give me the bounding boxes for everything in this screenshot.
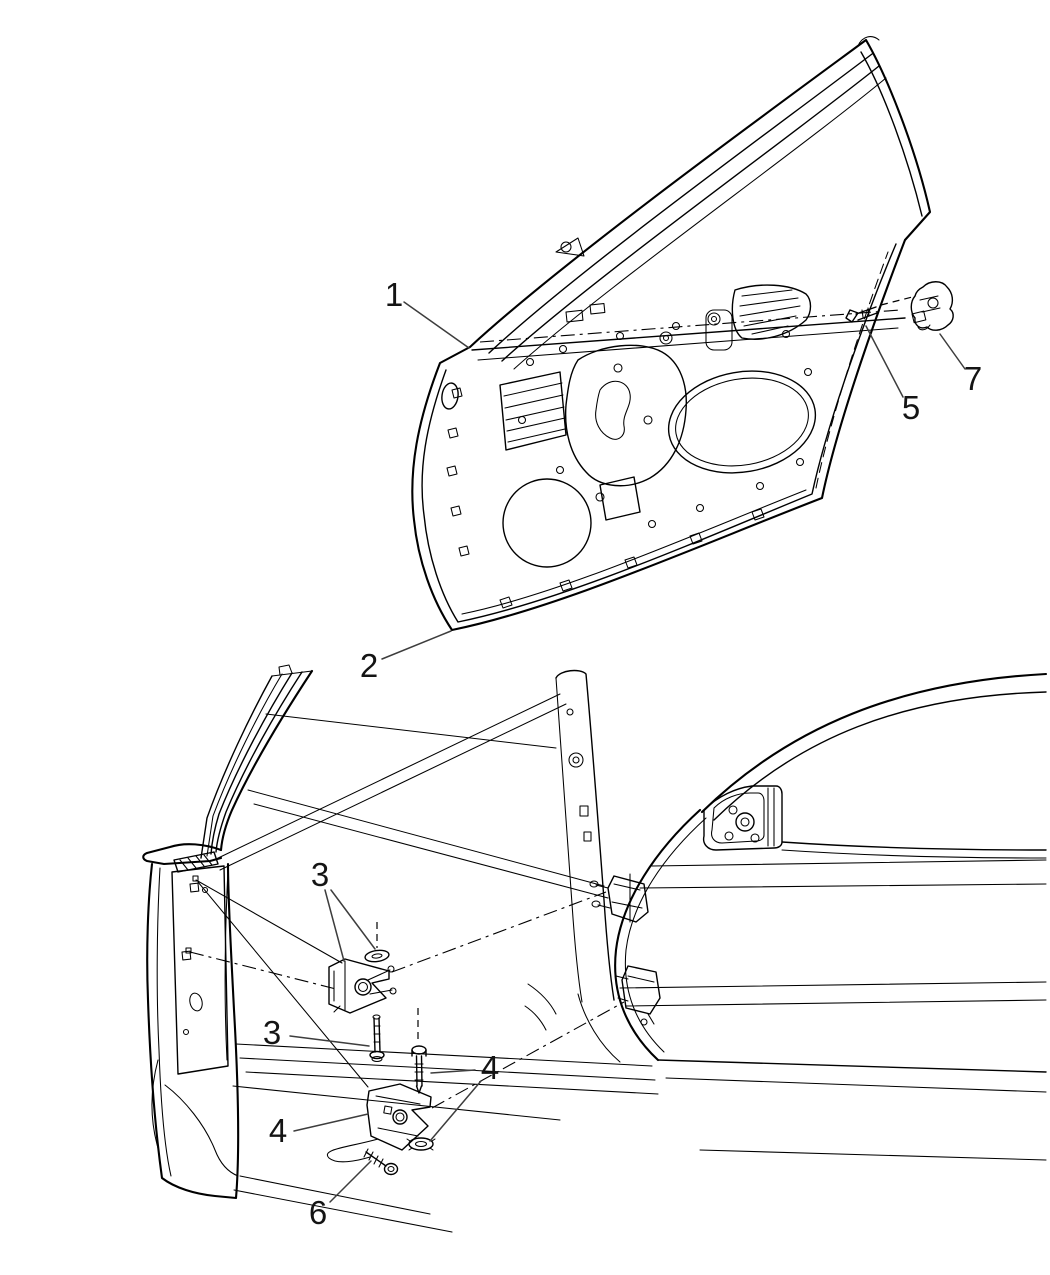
lower-hinge-assembly bbox=[326, 1008, 436, 1176]
handle-recess bbox=[705, 284, 812, 351]
leader-1 bbox=[403, 301, 470, 349]
upper-hinge-assembly bbox=[328, 922, 397, 1063]
callout-1: 1 bbox=[385, 276, 403, 313]
leader-3-lower bbox=[289, 1035, 370, 1047]
callouts: 1 2 3 3 4 4 5 6 7 bbox=[263, 276, 982, 1231]
callout-7: 7 bbox=[964, 360, 982, 397]
leader-4-left bbox=[293, 1113, 369, 1132]
door-side-lower-hinge bbox=[615, 965, 661, 1026]
lower-opening bbox=[599, 476, 641, 521]
front-clip-illustration bbox=[391, 672, 1048, 1161]
access-hole bbox=[667, 370, 817, 474]
hinge-screw bbox=[363, 1148, 399, 1176]
leader-3-upper bbox=[324, 889, 376, 962]
front-door-illustration bbox=[411, 36, 932, 632]
leader-2 bbox=[381, 630, 452, 660]
door-side-upper-hinge bbox=[589, 873, 649, 923]
door-check-screw bbox=[845, 295, 917, 323]
callout-5: 5 bbox=[902, 389, 920, 426]
mirror-mount-detail bbox=[555, 237, 585, 257]
speaker-hole bbox=[502, 478, 592, 568]
leader-5 bbox=[865, 325, 904, 398]
leader-7 bbox=[939, 333, 966, 370]
callout-4-right: 4 bbox=[481, 1049, 499, 1086]
callout-3-upper: 3 bbox=[311, 856, 329, 893]
leader-4-right bbox=[429, 1069, 482, 1142]
hem-tabs bbox=[446, 387, 765, 609]
callout-6: 6 bbox=[309, 1194, 327, 1231]
body-aperture-illustration bbox=[142, 664, 659, 1233]
regulator-opening bbox=[564, 331, 687, 487]
callout-2: 2 bbox=[360, 647, 378, 684]
vent-slots bbox=[499, 371, 567, 451]
panel-holes bbox=[517, 321, 813, 529]
callout-3-lower: 3 bbox=[263, 1014, 281, 1051]
leader-6 bbox=[329, 1160, 372, 1203]
door-check-part bbox=[910, 281, 954, 331]
callout-4-left: 4 bbox=[269, 1112, 287, 1149]
